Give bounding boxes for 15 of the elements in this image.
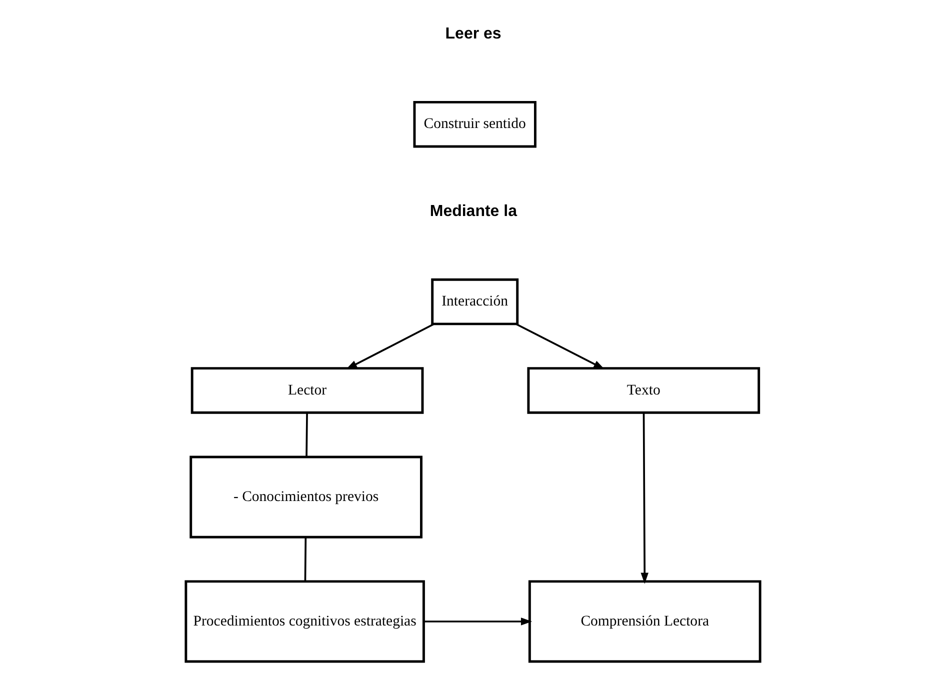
- connector: [304, 537, 306, 582]
- label: Mediante la: [429, 203, 517, 220]
- arrow: [424, 618, 532, 626]
- arrow: [345, 323, 434, 370]
- label: Leer es: [444, 26, 501, 43]
- node-box: Interacción: [430, 278, 518, 326]
- connector: [305, 412, 308, 457]
- node-box: - Conocimientos previos: [189, 456, 422, 538]
- node-box: Comprensión Lectora: [528, 580, 761, 663]
- node-box: Construir sentido: [412, 100, 536, 148]
- node-box: Texto: [526, 367, 760, 414]
- node-box: Lector: [190, 367, 424, 414]
- arrow: [515, 323, 604, 370]
- arrow: [640, 412, 648, 584]
- node-box: Procedimientos cognitivos estrategias: [184, 580, 424, 663]
